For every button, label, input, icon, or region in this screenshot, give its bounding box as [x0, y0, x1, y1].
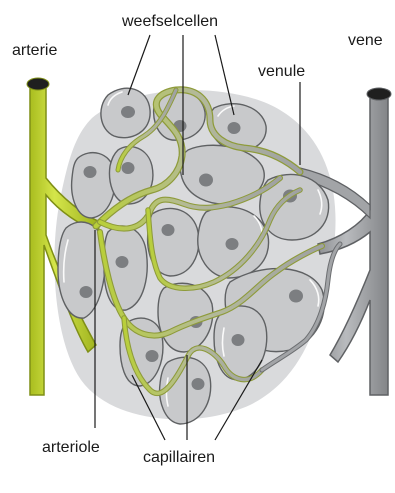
label-arterie: arterie [12, 42, 57, 59]
leader-weefselcellen-1 [128, 35, 150, 95]
vein-vessel [318, 95, 388, 395]
tissue-cell [101, 88, 150, 138]
tissue-cell [104, 226, 147, 310]
label-weefselcellen: weefselcellen [121, 13, 218, 30]
label-vene: vene [348, 32, 383, 49]
label-venule: venule [258, 63, 305, 80]
vein-opening [367, 88, 391, 100]
label-capillairen: capillairen [143, 449, 215, 466]
label-arteriole: arteriole [42, 439, 100, 456]
artery-opening [27, 78, 49, 90]
